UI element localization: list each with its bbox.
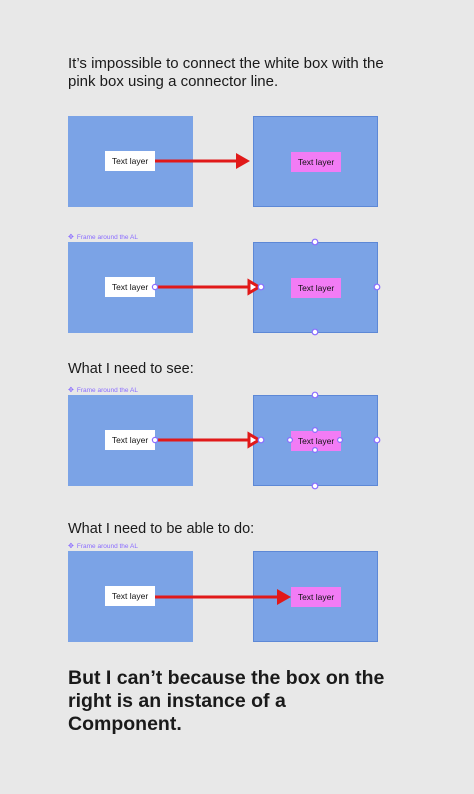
frame-label-text: Frame around the AL [76, 387, 138, 394]
white-text-layer-1: Text layer [105, 151, 155, 171]
component-icon: ✥ [68, 234, 74, 241]
right-frame-2[interactable]: Text layer [253, 242, 378, 333]
need-to-see-heading: What I need to see: [68, 361, 194, 377]
pink-text-layer-1: Text layer [291, 152, 341, 172]
component-icon: ✥ [68, 387, 74, 394]
pink-text-layer-2: Text layer [291, 278, 341, 298]
pink-text-layer-4: Text layer [291, 587, 341, 607]
frame-label-4: ✥ Frame around the AL [68, 543, 138, 550]
frame-label-3: ✥ Frame around the AL [68, 387, 138, 394]
left-frame-3: Text layer [68, 395, 193, 486]
frame-label-2: ✥ Frame around the AL [68, 234, 138, 241]
white-text-layer-2: Text layer [105, 277, 155, 297]
left-frame-4: Text layer [68, 551, 193, 642]
conclusion-text: But I can’t because the box on the right… [68, 667, 385, 735]
white-text-layer-3: Text layer [105, 430, 155, 450]
left-frame-2: Text layer [68, 242, 193, 333]
right-frame-3[interactable]: Text layer [253, 395, 378, 486]
intro-text: It’s impossible to connect the white box… [68, 55, 384, 90]
component-icon: ✥ [68, 543, 74, 550]
right-frame-1: Text layer [253, 116, 378, 207]
right-frame-4: Text layer [253, 551, 378, 642]
need-to-do-heading: What I need to be able to do: [68, 521, 255, 537]
pink-text-layer-3[interactable]: Text layer [291, 431, 341, 451]
frame-label-text: Frame around the AL [76, 543, 138, 550]
white-text-layer-4: Text layer [105, 586, 155, 606]
left-frame-1: Text layer [68, 116, 193, 207]
frame-label-text: Frame around the AL [76, 234, 138, 241]
